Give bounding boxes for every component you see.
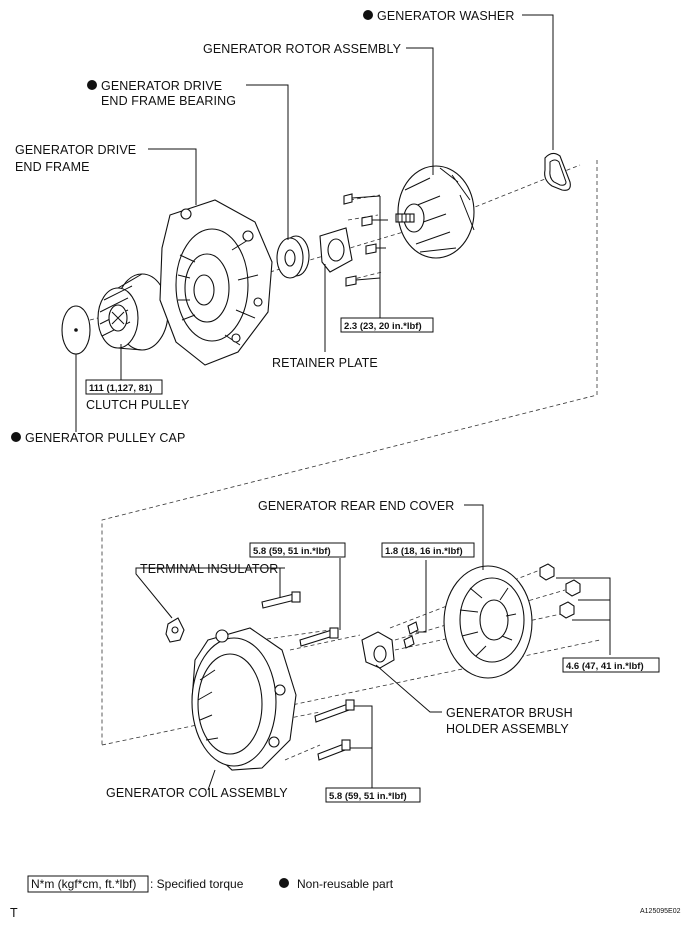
legend-torque-desc: : Specified torque bbox=[150, 877, 244, 891]
label-terminal-insulator: TERMINAL INSULATOR bbox=[140, 562, 278, 576]
nonreusable-bullet-pulley-cap bbox=[11, 432, 21, 442]
label-drive-end-frame-2: END FRAME bbox=[15, 160, 90, 174]
generator-drive-end-frame bbox=[159, 199, 273, 366]
assembly-boundary-dashed bbox=[101, 160, 601, 746]
label-rear-end-cover: GENERATOR REAR END COVER bbox=[258, 499, 454, 513]
torque-rear-cover-nuts: 4.6 (47, 41 in.*lbf) bbox=[566, 661, 644, 672]
torque-brush-holder-screws: 1.8 (18, 16 in.*lbf) bbox=[385, 546, 463, 557]
terminal-insulator bbox=[165, 617, 185, 643]
torque-coil-lower-bolts: 5.8 (59, 51 in.*lbf) bbox=[329, 791, 407, 802]
retainer-bolts bbox=[343, 193, 388, 287]
torque-clutch-pulley: 111 (1,127, 81) bbox=[89, 383, 152, 394]
nonreusable-bullet-washer bbox=[363, 10, 373, 20]
upper-leader-lines bbox=[75, 14, 554, 432]
figure-id: A125095E02 bbox=[640, 908, 681, 915]
drive-end-frame-bearing bbox=[276, 235, 310, 279]
torque-box-retainer-bolts: 2.3 (23, 20 in.*lbf) bbox=[340, 317, 434, 333]
label-drive-end-frame-bearing-1: GENERATOR DRIVE bbox=[101, 79, 222, 93]
label-brush-holder-1: GENERATOR BRUSH bbox=[446, 706, 573, 720]
torque-box-rear-cover: 4.6 (47, 41 in.*lbf) bbox=[562, 657, 660, 673]
label-clutch-pulley: CLUTCH PULLEY bbox=[86, 398, 190, 412]
label-retainer-plate: RETAINER PLATE bbox=[272, 356, 378, 370]
lower-leader-lines bbox=[135, 504, 611, 791]
torque-box-brush-holder: 1.8 (18, 16 in.*lbf) bbox=[381, 542, 475, 558]
torque-box-coil-upper: 5.8 (59, 51 in.*lbf) bbox=[249, 542, 346, 558]
coil-upper-bolts bbox=[261, 591, 339, 647]
torque-coil-upper-bolts: 5.8 (59, 51 in.*lbf) bbox=[253, 546, 331, 557]
label-brush-holder-2: HOLDER ASSEMBLY bbox=[446, 722, 569, 736]
generator-rotor-assembly bbox=[395, 165, 475, 259]
rear-cover-nuts bbox=[539, 563, 581, 619]
legend-nonreusable-bullet bbox=[279, 878, 289, 888]
legend-nonreusable-desc: Non-reusable part bbox=[297, 877, 394, 891]
generator-coil-assembly bbox=[191, 627, 297, 771]
legend-torque-unit: N*m (kgf*cm, ft.*lbf) bbox=[31, 877, 136, 891]
footer-left-mark: T bbox=[10, 906, 18, 920]
label-drive-end-frame-bearing-2: END FRAME BEARING bbox=[101, 94, 236, 108]
generator-rear-end-cover bbox=[443, 565, 533, 679]
label-coil-assembly: GENERATOR COIL ASSEMBLY bbox=[106, 786, 288, 800]
label-generator-rotor-assembly: GENERATOR ROTOR ASSEMBLY bbox=[203, 42, 402, 56]
torque-retainer-bolts: 2.3 (23, 20 in.*lbf) bbox=[344, 321, 422, 332]
torque-box-clutch-pulley: 111 (1,127, 81) bbox=[85, 379, 163, 395]
torque-box-coil-lower: 5.8 (59, 51 in.*lbf) bbox=[325, 787, 421, 803]
clutch-pulley bbox=[97, 273, 169, 351]
label-pulley-cap: GENERATOR PULLEY CAP bbox=[25, 431, 185, 445]
label-generator-washer: GENERATOR WASHER bbox=[377, 9, 515, 23]
legend: N*m (kgf*cm, ft.*lbf) : Specified torque… bbox=[27, 875, 394, 893]
coil-lower-bolts bbox=[314, 699, 355, 761]
label-drive-end-frame-1: GENERATOR DRIVE bbox=[15, 143, 136, 157]
nonreusable-bullet-bearing bbox=[87, 80, 97, 90]
generator-pulley-cap bbox=[61, 305, 91, 355]
generator-washer bbox=[544, 152, 571, 191]
generator-brush-holder-assembly bbox=[361, 621, 419, 669]
retainer-plate bbox=[319, 227, 353, 273]
